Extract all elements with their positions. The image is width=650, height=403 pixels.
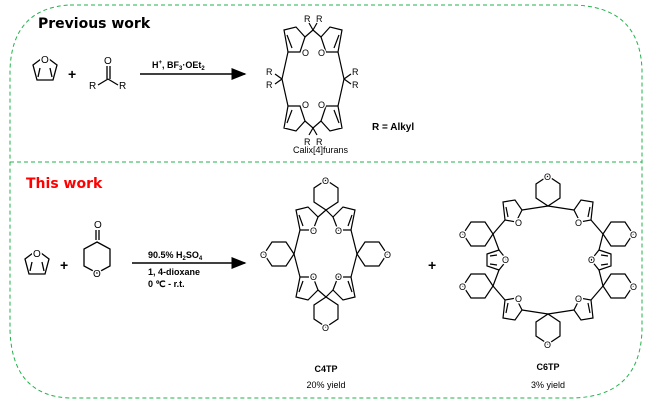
svg-text:O: O (630, 230, 637, 240)
svg-text:O: O (302, 100, 309, 110)
c6tp-structure (462, 175, 634, 345)
plus-sign-3: + (428, 257, 436, 273)
previous-reaction: O + O R R H+, BF3·OEt2 (32, 14, 414, 155)
svg-text:O: O (459, 282, 466, 292)
ketone-oxygen: O (94, 220, 102, 231)
ketone-reactant (97, 66, 119, 86)
c4tp-oxygens: O O O O O O O O (259, 175, 393, 335)
svg-text:R: R (266, 80, 273, 90)
calix4furan-structure (274, 22, 352, 136)
reaction-conditions: H+, BF3·OEt2 (152, 60, 205, 72)
svg-text:R: R (316, 14, 323, 24)
acid-condition: 90.5% H2SO4 (148, 250, 203, 262)
this-work-title: This work (26, 176, 103, 192)
svg-text:O: O (384, 250, 391, 260)
svg-text:O: O (588, 255, 595, 265)
svg-text:O: O (575, 294, 582, 304)
svg-text:R: R (304, 14, 311, 24)
product-name-calix4furans: Calix[4]furans (293, 145, 349, 155)
svg-text:O: O (335, 272, 342, 282)
c4tp-yield: 20% yield (306, 380, 345, 390)
svg-text:O: O (515, 294, 522, 304)
plus-sign-2: + (60, 257, 68, 273)
ring-oxygen: O (93, 269, 101, 280)
svg-text:O: O (318, 48, 325, 58)
svg-text:R: R (352, 67, 359, 77)
c4tp-name: C4TP (314, 364, 337, 374)
ketone-r-right: R (119, 81, 126, 92)
svg-text:O: O (544, 172, 551, 182)
svg-text:R: R (316, 137, 323, 147)
carbonyl-oxygen: O (104, 56, 112, 67)
svg-text:O: O (310, 272, 317, 282)
tetrahydropyranone-reactant (83, 230, 111, 274)
r-definition: R = Alkyl (372, 122, 414, 133)
furan-reactant (32, 55, 58, 81)
svg-text:O: O (515, 218, 522, 228)
this-work-reaction: O + O O 90.5% H2SO4 1, 4-dioxane 0 ℃ - r… (24, 171, 639, 390)
svg-text:O: O (544, 340, 551, 350)
temperature-condition: 0 ℃ - r.t. (148, 279, 185, 289)
furan-reactant-2 (24, 249, 50, 275)
svg-text:O: O (335, 226, 342, 236)
calix4furan-substituents: R R R R R R R R (266, 14, 359, 147)
svg-text:O: O (575, 218, 582, 228)
svg-text:O: O (630, 282, 637, 292)
c6tp-oxygens: O O O O O O O O O O O O (458, 171, 639, 352)
dashed-border (9, 4, 643, 399)
c6tp-name: C6TP (536, 362, 559, 372)
svg-text:O: O (459, 230, 466, 240)
calix4furan-oxygens: O O O O (301, 47, 327, 112)
c4tp-structure (263, 179, 388, 328)
svg-text:R: R (304, 137, 311, 147)
svg-text:O: O (310, 226, 317, 236)
svg-text:O: O (318, 100, 325, 110)
furan-oxygen: O (41, 55, 49, 66)
svg-text:O: O (502, 255, 509, 265)
plus-sign: + (68, 66, 76, 82)
previous-work-title: Previous work (38, 16, 151, 32)
svg-text:O: O (322, 176, 329, 186)
svg-text:R: R (266, 67, 273, 77)
svg-text:O: O (322, 323, 329, 333)
solvent-condition: 1, 4-dioxane (148, 267, 200, 277)
furan-oxygen-2: O (33, 249, 41, 260)
svg-text:R: R (352, 80, 359, 90)
ketone-r-left: R (89, 81, 96, 92)
svg-text:O: O (260, 250, 267, 260)
svg-text:O: O (302, 48, 309, 58)
c6tp-yield: 3% yield (531, 380, 565, 390)
